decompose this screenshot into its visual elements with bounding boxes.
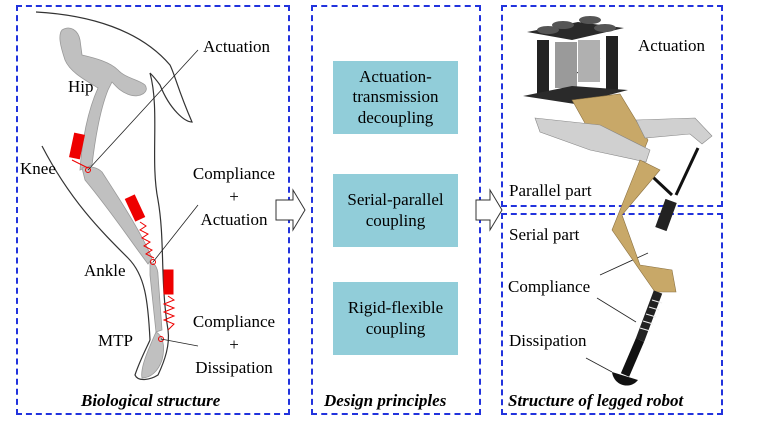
arrow-right-icon [475, 188, 503, 232]
femur [59, 27, 147, 171]
parallel-part-label: Parallel part [509, 181, 592, 200]
principle-label: Actuation- transmission decoupling [352, 66, 439, 127]
compliance-spring [635, 290, 663, 342]
principle-label: Rigid-flexible coupling [347, 298, 444, 338]
foot-damper [612, 372, 638, 386]
design-principles-caption: Design principles [324, 391, 447, 410]
leader-lines [87, 49, 649, 373]
serial-part-panel [501, 213, 723, 415]
robot-dissipation-label: Dissipation [509, 331, 587, 350]
metatarsal [149, 261, 163, 333]
leg-outline [35, 11, 193, 381]
compliance-actuation-label: Compliance + Actuation [182, 163, 286, 232]
springs [71, 159, 176, 342]
compliance-text: Compliance [192, 312, 276, 331]
ankle-actuator [124, 194, 146, 222]
ankle-spring [139, 221, 155, 259]
serial-part-label: Serial part [509, 225, 580, 244]
ankle-label: Ankle [84, 261, 126, 280]
principle-rigid-flexible-coupling: Rigid-flexible coupling [333, 282, 458, 355]
bones [59, 27, 164, 379]
parallel-part-panel [501, 5, 723, 207]
biological-caption: Biological structure [81, 391, 221, 410]
knee-label: Knee [20, 159, 56, 178]
robot-caption: Structure of legged robot [508, 391, 684, 410]
principle-serial-parallel-coupling: Serial-parallel coupling [333, 174, 458, 247]
compliance-dissipation-label: Compliance + Dissipation [182, 311, 286, 380]
actuation-label: Actuation [203, 37, 271, 56]
plus-text: + [229, 186, 239, 206]
tibia [81, 166, 153, 265]
mtp-actuator [163, 269, 174, 295]
arrow-right-icon [275, 188, 306, 232]
hip-label: Hip [68, 77, 94, 96]
actuation-text: Actuation [200, 209, 268, 229]
robot-compliance-label: Compliance [508, 277, 591, 296]
robot-actuation-label: Actuation [638, 36, 706, 55]
actuators [69, 132, 174, 295]
principle-actuation-transmission-decoupling: Actuation- transmission decoupling [333, 61, 458, 134]
dissipation-text: Dissipation [195, 357, 273, 377]
robot-parallel-linkage [534, 93, 713, 197]
knee-actuator [69, 132, 85, 160]
robot-actuator-tower [523, 16, 628, 104]
phalanges [141, 331, 164, 379]
mtp-spring [162, 295, 176, 331]
robot-serial-leg [611, 159, 677, 386]
mtp-label: MTP [98, 331, 133, 350]
compliance-text: Compliance [192, 164, 276, 183]
plus-text: + [229, 334, 239, 354]
principle-label: Serial-parallel coupling [347, 190, 444, 230]
